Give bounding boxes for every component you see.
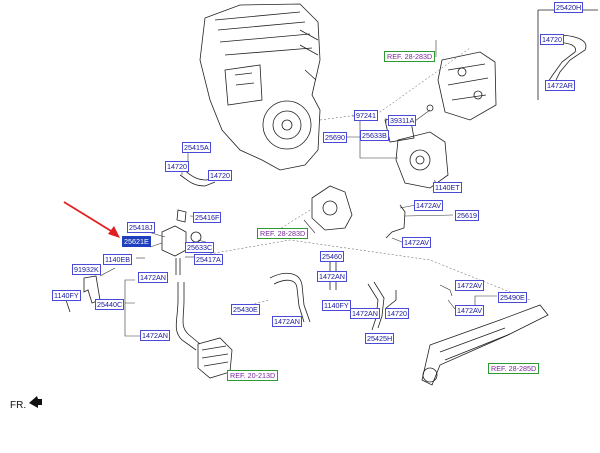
part-label-25440c[interactable]: 25440C xyxy=(95,299,125,310)
part-label-1472ar[interactable]: 1472AR xyxy=(545,80,575,91)
part-label-25490e[interactable]: 25490E xyxy=(498,292,527,303)
part-label-39311a[interactable]: 39311A xyxy=(388,115,417,126)
water-outlet-illustration xyxy=(161,169,216,275)
part-label-1472an-bottom-mid[interactable]: 1472AN xyxy=(350,308,380,319)
part-label-25417a[interactable]: 25417A xyxy=(194,254,223,265)
highlight-pointer-arrow xyxy=(63,201,120,238)
water-pump-illustration xyxy=(311,185,406,239)
part-label-25418j[interactable]: 25418J xyxy=(127,222,155,233)
part-label-1472av-top[interactable]: 1472AV xyxy=(414,200,444,211)
part-label-1472an-bottom-left[interactable]: 1472AN xyxy=(272,316,302,327)
part-label-25633c[interactable]: 25633C xyxy=(185,242,215,253)
ref-label-28-285d[interactable]: REF. 28-285D xyxy=(488,363,540,374)
hose-middle-illustration xyxy=(269,262,397,331)
ref-label-28-283d-top[interactable]: REF. 28-283D xyxy=(384,51,436,62)
part-label-14720-right[interactable]: 14720 xyxy=(208,170,232,181)
part-label-14720-left[interactable]: 14720 xyxy=(165,161,189,172)
part-label-25425h[interactable]: 25425H xyxy=(365,333,395,344)
engine-block-illustration xyxy=(199,3,321,171)
part-label-25415a[interactable]: 25415A xyxy=(182,142,211,153)
dashed-guides xyxy=(197,47,531,309)
part-label-25416f[interactable]: 25416F xyxy=(193,212,222,223)
hose-25440c-illustration xyxy=(175,282,201,351)
part-label-91932k[interactable]: 91932K xyxy=(72,264,101,275)
part-label-25460[interactable]: 25460 xyxy=(320,251,344,262)
front-orientation-label: FR. xyxy=(10,400,27,411)
part-label-1472an-lower[interactable]: 1472AN xyxy=(140,330,170,341)
part-label-25420h[interactable]: 25420H xyxy=(554,2,584,13)
part-label-1140et[interactable]: 1140ET xyxy=(433,182,462,193)
part-label-14720-top[interactable]: 14720 xyxy=(540,34,564,45)
part-label-25619[interactable]: 25619 xyxy=(455,210,479,221)
part-label-1472av-lower[interactable]: 1472AV xyxy=(455,305,485,316)
part-label-25621e-highlighted[interactable]: 25621E xyxy=(122,236,151,247)
intake-module-illustration xyxy=(437,51,497,121)
part-label-1140fy-center[interactable]: 1140FY xyxy=(322,300,351,311)
part-label-1472an-center[interactable]: 1472AN xyxy=(317,271,347,282)
bypass-pipe-illustration xyxy=(421,304,549,386)
ref-label-28-283d-middle[interactable]: REF. 28-283D xyxy=(257,228,309,239)
part-label-14720-bottom[interactable]: 14720 xyxy=(385,308,409,319)
ref-label-20-213d[interactable]: REF. 20-213D xyxy=(227,370,279,381)
part-label-25430e[interactable]: 25430E xyxy=(231,304,260,315)
part-label-25690[interactable]: 25690 xyxy=(323,132,347,143)
part-label-1140fy-left[interactable]: 1140FY xyxy=(52,290,81,301)
part-label-1472av-right[interactable]: 1472AV xyxy=(455,280,485,291)
part-label-25633b[interactable]: 25633B xyxy=(360,130,389,141)
part-label-1140eb[interactable]: 1140EB xyxy=(103,254,133,265)
part-label-97241[interactable]: 97241 xyxy=(354,110,378,121)
bracket-illustration xyxy=(65,275,101,313)
part-label-1472an-upper[interactable]: 1472AN xyxy=(138,272,168,283)
front-direction-arrow xyxy=(29,396,42,408)
part-label-1472av-middle[interactable]: 1472AV xyxy=(402,237,432,248)
